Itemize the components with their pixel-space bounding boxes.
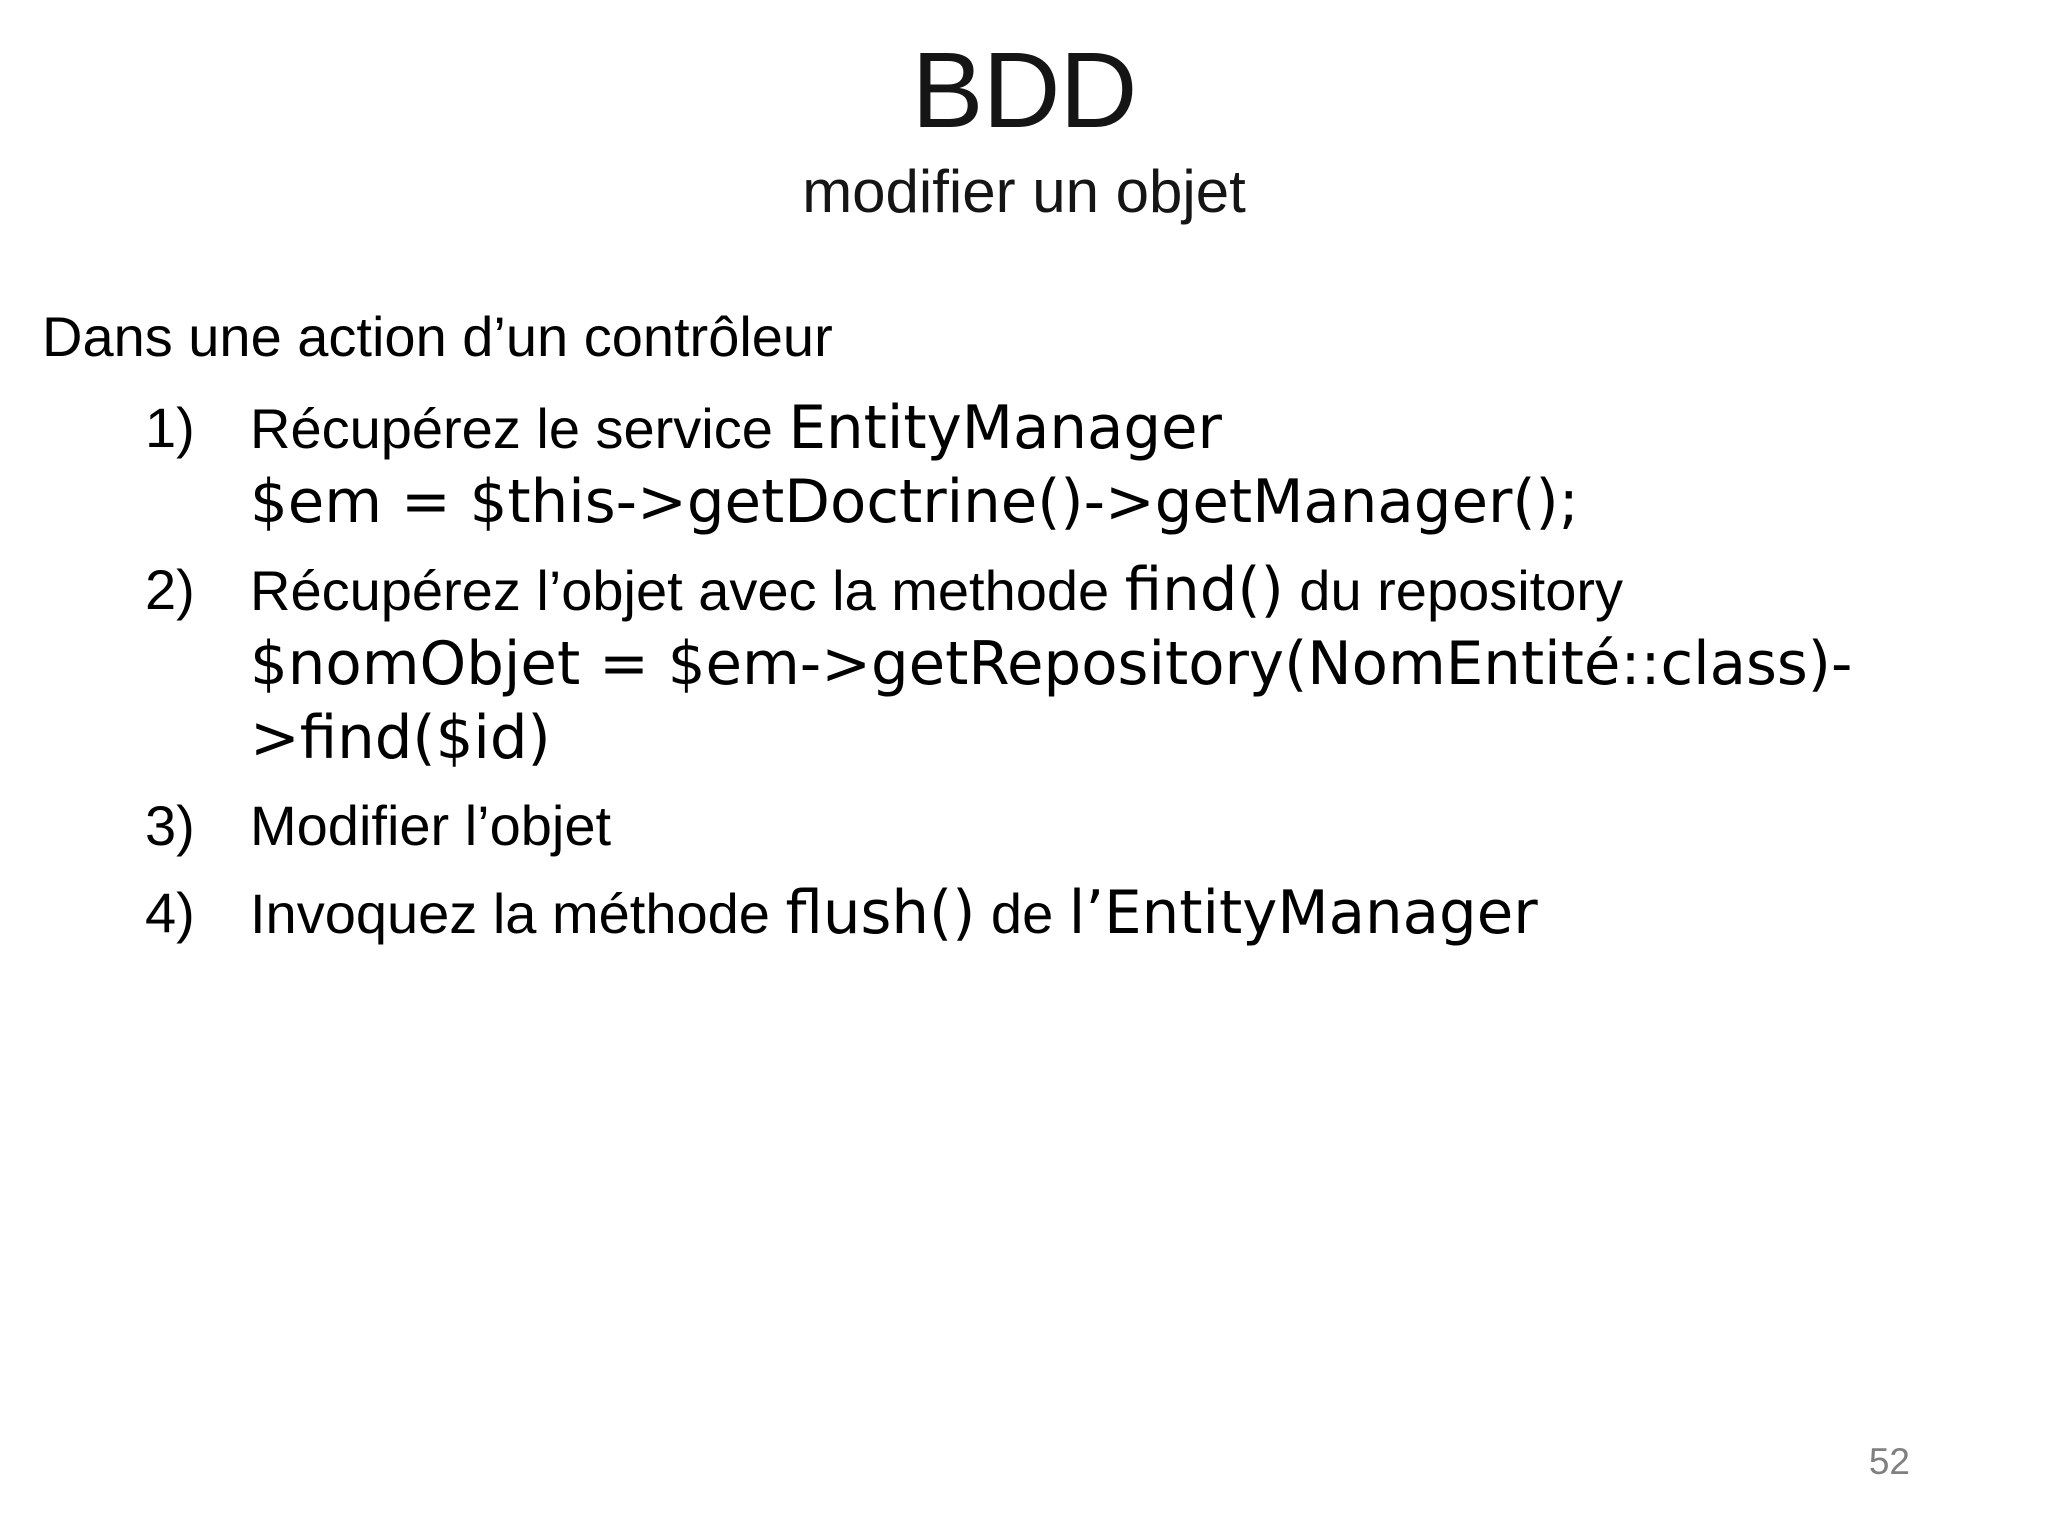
code-text: find() xyxy=(1124,555,1284,624)
body-text: du repository xyxy=(1283,559,1624,622)
list-item: 2) Récupérez l’objet avec la methode find… xyxy=(42,553,2022,775)
list-item-number: 1) xyxy=(145,396,195,459)
list-item-number: 4) xyxy=(145,881,195,944)
slide-title: BDD xyxy=(911,29,1137,150)
body-text: de xyxy=(975,882,1069,945)
body-text: Invoquez la méthode xyxy=(250,882,786,945)
list-item-line: >find($id) xyxy=(250,701,1852,775)
list-item-number: 3) xyxy=(145,794,195,857)
code-text: l’EntityManager xyxy=(1068,878,1538,947)
steps-list: 1) Récupérez le service EntityManager$em … xyxy=(42,391,2022,950)
body-text: Récupérez l’objet avec la methode xyxy=(250,559,1125,622)
slide-subtitle: modifier un objet xyxy=(802,158,1246,225)
page-number: 52 xyxy=(1868,1441,1910,1482)
code-text: >find($id) xyxy=(250,703,551,772)
list-item: 4) Invoquez la méthode flush() de l’Entit… xyxy=(42,876,2022,950)
list-item-line: Invoquez la méthode flush() de l’EntityM… xyxy=(250,876,1538,950)
list-item-lines: Récupérez l’objet avec la methode find()… xyxy=(250,553,1852,775)
list-item-line: $em = $this->getDoctrine()->getManager()… xyxy=(250,465,1579,539)
list-item-line: Récupérez l’objet avec la methode find()… xyxy=(250,553,1852,627)
code-text: flush() xyxy=(785,878,976,947)
code-text: EntityManager xyxy=(788,393,1222,462)
slide-body: Dans une action d’un contrôleur 1) Récupé… xyxy=(42,300,2022,964)
list-item: 1) Récupérez le service EntityManager$em … xyxy=(42,391,2022,539)
title-block: BDD modifier un objet xyxy=(0,22,2048,225)
body-text: Récupérez le service xyxy=(250,397,789,460)
list-item-lines: Invoquez la méthode flush() de l’EntityM… xyxy=(250,876,1538,950)
list-item-line: $nomObjet = $em->getRepository(NomEntité… xyxy=(250,627,1852,701)
list-item-lines: Récupérez le service EntityManager$em = … xyxy=(250,391,1579,539)
list-item-line: Récupérez le service EntityManager xyxy=(250,391,1579,465)
list-item-number: 2) xyxy=(145,558,195,621)
intro-text: Dans une action d’un contrôleur xyxy=(42,305,833,368)
code-text: $nomObjet = $em->getRepository(NomEntité… xyxy=(250,629,1853,698)
list-item: 3) Modifier l’objet xyxy=(42,789,2022,862)
body-text: Modifier l’objet xyxy=(250,794,612,857)
code-text: $em = $this->getDoctrine()->getManager()… xyxy=(250,467,1579,536)
list-item-line: Modifier l’objet xyxy=(250,789,611,862)
list-item-lines: Modifier l’objet xyxy=(250,789,611,862)
